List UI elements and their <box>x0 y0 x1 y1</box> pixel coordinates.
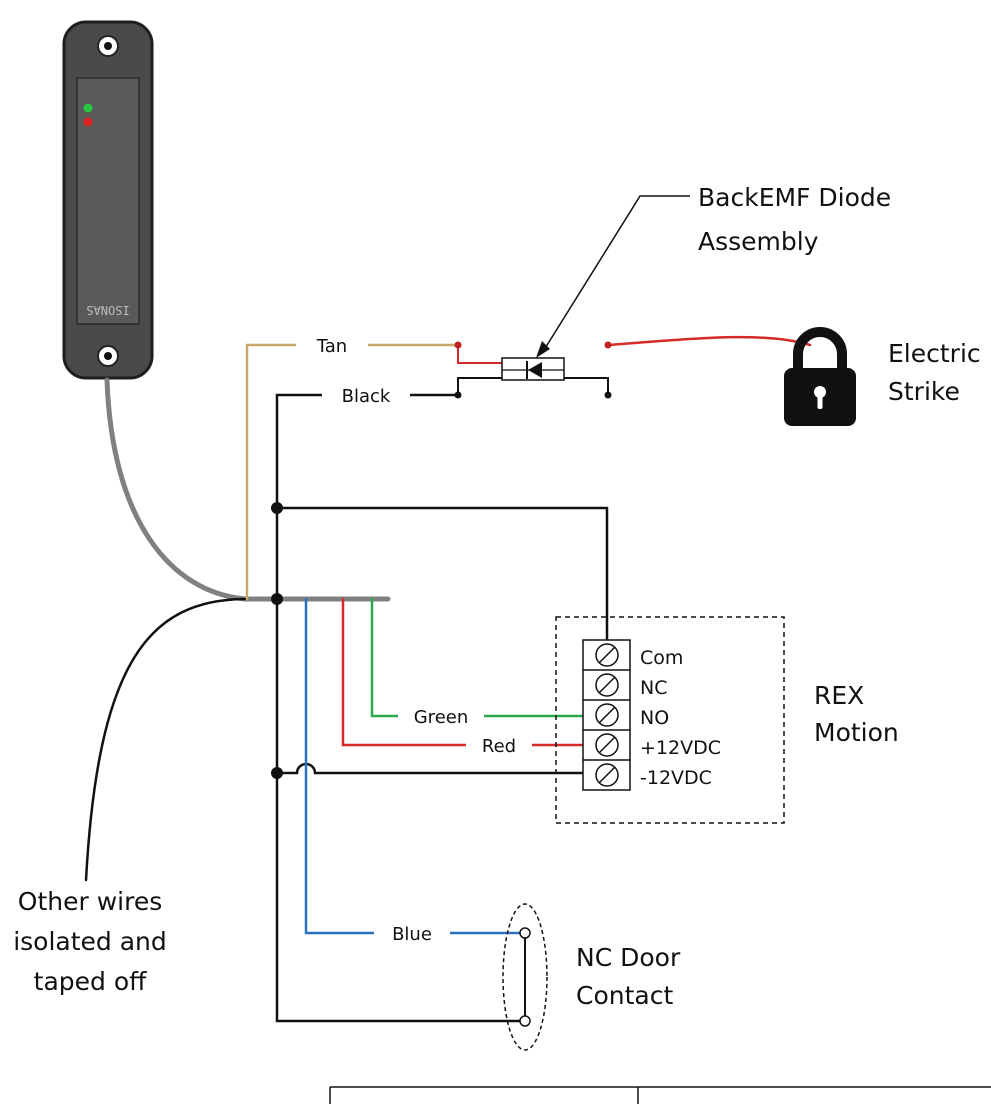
junction-dot <box>604 341 612 349</box>
door-callout-line2: Contact <box>576 981 673 1010</box>
wire-label-green: Green <box>414 707 469 728</box>
door-callout-line1: NC Door <box>576 943 681 972</box>
screw-terminal-icon <box>583 643 630 787</box>
wire-label-black: Black <box>342 386 391 407</box>
diode-callout-line1: BackEMF Diode <box>698 183 891 212</box>
junction-dot <box>454 341 462 349</box>
junction-dot <box>604 391 612 399</box>
strike-red-wire <box>606 335 812 347</box>
rex-minus-wire <box>275 762 609 775</box>
terminal-minus12: -12VDC <box>640 767 712 789</box>
callouts: BackEMF Diode Assembly Electric Strike R… <box>13 183 980 1010</box>
wire-label-blue: Blue <box>392 924 432 945</box>
status-led-red <box>83 117 93 127</box>
other-callout-line1: Other wires <box>18 887 162 916</box>
other-callout-line3: taped off <box>34 967 147 996</box>
other-wires-leader <box>84 597 247 882</box>
junction-dot <box>271 767 283 779</box>
door-contact <box>502 903 548 1051</box>
padlock-icon <box>784 327 856 426</box>
reader-brand: ISONAS <box>86 303 129 317</box>
cables <box>84 335 812 1023</box>
junction-dot <box>454 391 462 399</box>
rex-com-wire <box>275 506 609 657</box>
other-callout-line2: isolated and <box>13 927 167 956</box>
rex-callout-line2: Motion <box>814 718 899 747</box>
terminal-com: Com <box>640 647 683 669</box>
junction-dot <box>271 593 283 605</box>
card-reader: ISONAS <box>62 20 154 380</box>
wire-label-red: Red <box>482 736 516 757</box>
diode-leader <box>536 195 690 358</box>
wire-labels: Tan Black Green Red Blue <box>296 333 532 945</box>
diode-callout-line2: Assembly <box>698 227 819 256</box>
green-wire <box>370 597 609 718</box>
ground-trunk <box>275 597 527 1023</box>
diode-icon <box>501 357 565 381</box>
strike-callout-line1: Electric <box>888 339 981 368</box>
wire-label-tan: Tan <box>316 336 347 357</box>
table-fragment <box>329 1086 991 1104</box>
junction-dots <box>271 341 612 779</box>
terminal-plus12: +12VDC <box>640 737 721 759</box>
terminal-nc: NC <box>640 677 667 699</box>
status-led-green <box>83 103 93 113</box>
junction-dot <box>271 502 283 514</box>
rex-motion-box: Com NC NO +12VDC -12VDC <box>555 616 785 824</box>
reader-cable <box>104 377 391 602</box>
tan-wire <box>245 343 460 601</box>
terminal-no: NO <box>640 707 669 729</box>
strike-callout-line2: Strike <box>888 377 960 406</box>
diode-lead-top <box>457 344 503 364</box>
rex-callout-line1: REX <box>814 681 864 710</box>
black-wire <box>275 393 460 601</box>
blue-wire <box>304 597 527 935</box>
